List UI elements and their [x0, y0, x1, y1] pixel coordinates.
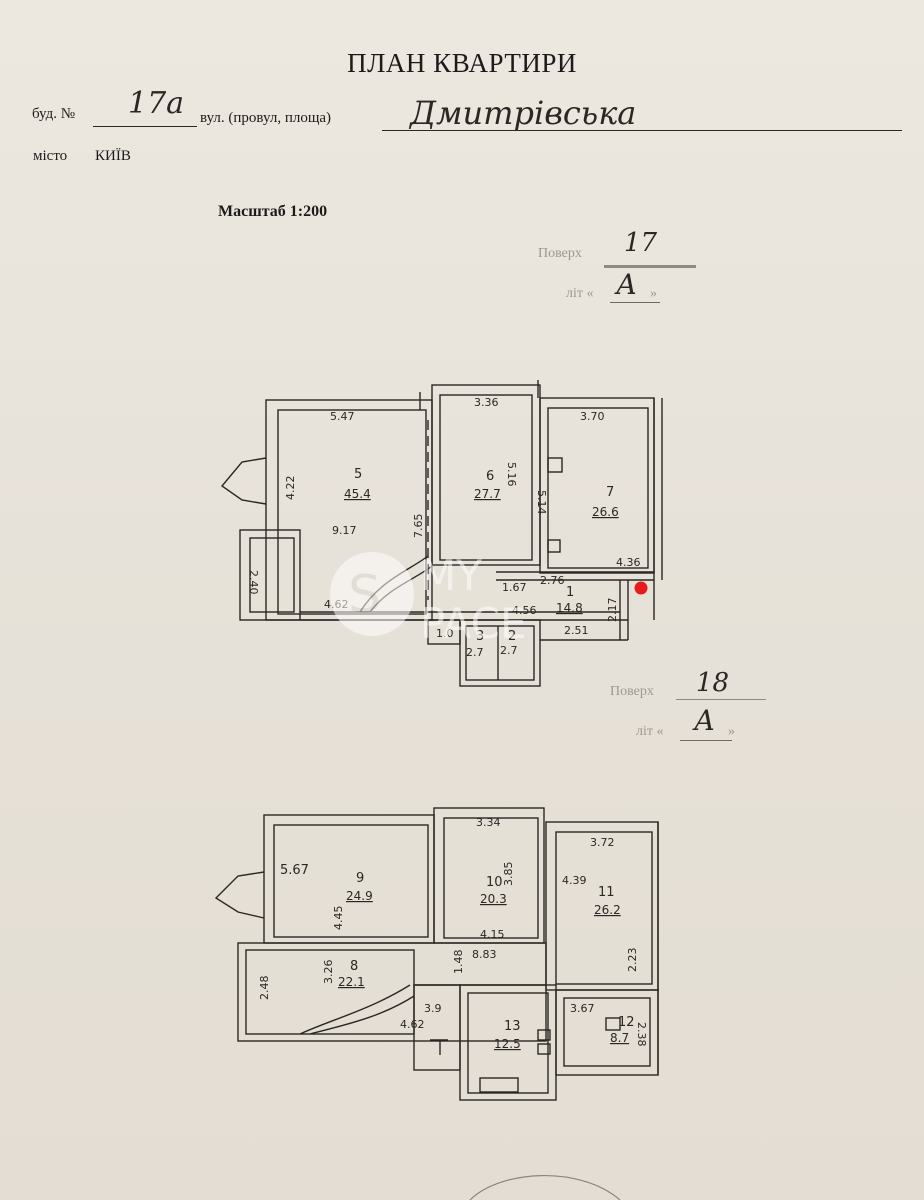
dim-18-9: 2.48 — [258, 976, 271, 1001]
dim-18-2: 3.72 — [590, 836, 615, 849]
floor-17-underline — [604, 265, 696, 268]
dim-17-4: 9.17 — [332, 524, 357, 537]
letter-17-value: А — [616, 268, 638, 301]
floor-17-walls — [220, 380, 663, 687]
document-title: ПЛАН КВАРТИРИ — [347, 48, 577, 78]
room-17-6-area: 27.7 — [474, 487, 501, 501]
street-underline — [382, 130, 902, 131]
dim-18-0: 5.67 — [280, 863, 309, 878]
building-number: 17а — [128, 86, 185, 121]
room-18-13-area: 12.5 — [494, 1037, 521, 1051]
watermark-logo-letter: S — [348, 565, 381, 625]
street-label: вул. (провул, площа) — [200, 110, 332, 126]
floor-18-rooms: 9 24.9 10 20.3 11 26.2 8 22.1 13 12.5 12… — [338, 871, 635, 1051]
floor-18-dimensions: 5.67 3.34 3.72 4.39 4.45 3.85 4.15 8.83 … — [258, 816, 648, 1047]
scale-label: Масштаб 1:200 — [218, 203, 328, 220]
floor-18-underline — [676, 699, 766, 700]
dim-18-10: 3.26 — [322, 960, 335, 985]
dim-17-8: 4.36 — [616, 556, 641, 569]
dim-18-3: 4.39 — [562, 874, 587, 887]
street-name: Дмитрівська — [410, 94, 637, 132]
floor-18-walls — [214, 807, 659, 1101]
dim-18-7: 8.83 — [472, 948, 497, 961]
dim-18-1: 3.34 — [476, 816, 501, 829]
seal-stamp-fragment — [469, 1175, 621, 1200]
room-18-8-num: 8 — [350, 959, 358, 974]
watermark-line2: PACE — [420, 599, 527, 648]
dim-18-15: 4.62 — [400, 1018, 425, 1031]
city-label: місто — [33, 148, 68, 164]
room-17-7-area: 26.6 — [592, 505, 619, 519]
room-17-7-num: 7 — [606, 485, 614, 500]
dim-17-14: 2.51 — [564, 624, 589, 637]
letter-18-label: літ « — [636, 724, 664, 739]
floor-18-label: Поверх — [610, 684, 654, 699]
room-18-9-num: 9 — [356, 871, 364, 886]
room-17-2-area: 2.7 — [500, 644, 518, 657]
dim-17-11: 1.67 — [502, 581, 527, 594]
room-17-5-area: 45.4 — [344, 487, 371, 501]
room-17-3-area: 2.7 — [466, 646, 484, 659]
room-18-11-area: 26.2 — [594, 903, 621, 917]
dim-17-13: 4.56 — [512, 604, 537, 617]
room-17-3-num: 3 — [476, 629, 484, 644]
red-marker-icon — [634, 581, 648, 595]
room-18-10-area: 20.3 — [480, 892, 507, 906]
dim-18-11: 1.48 — [452, 950, 465, 975]
room-18-11-num: 11 — [598, 885, 615, 900]
room-18-8-area: 22.1 — [338, 975, 365, 989]
dim-17-1: 3.36 — [474, 396, 499, 409]
dim-18-6: 4.15 — [480, 928, 505, 941]
room-17-6-num: 6 — [486, 469, 494, 484]
dim-17-15: 2.17 — [606, 598, 619, 623]
dim-17-12: 2.76 — [540, 574, 565, 587]
floor-17-label: Поверх — [538, 246, 582, 261]
room-18-12-num: 12 — [618, 1015, 635, 1030]
dim-17-7: 5.14 — [535, 490, 548, 515]
dim-18-8: 2.23 — [626, 948, 639, 973]
floor-17-dimensions: 5.47 3.36 3.70 4.22 9.17 7.65 5.16 5.14 … — [247, 396, 641, 640]
letter-18-underline — [680, 740, 732, 741]
room-18-10-num: 10 — [486, 875, 503, 890]
letter-17-close: » — [650, 286, 657, 301]
city-name: КИЇВ — [95, 148, 131, 164]
dim-18-14: 3.9 — [424, 1002, 442, 1015]
building-underline — [93, 126, 197, 127]
dim-17-6: 5.16 — [505, 462, 518, 487]
dim-17-9: 2.40 — [247, 570, 260, 595]
room-18-13-num: 13 — [504, 1019, 521, 1034]
floor-17-number: 17 — [624, 228, 658, 258]
dim-17-16: 1.0 — [436, 627, 454, 640]
dim-18-5: 3.85 — [502, 862, 515, 887]
dim-17-5: 7.65 — [412, 514, 425, 539]
room-18-12-area: 8.7 — [610, 1031, 629, 1045]
building-label: буд. № — [32, 106, 76, 122]
dim-17-0: 5.47 — [330, 410, 355, 423]
dim-17-3: 4.22 — [284, 476, 297, 501]
dim-17-2: 3.70 — [580, 410, 605, 423]
letter-18-value: А — [694, 704, 716, 737]
room-18-9-area: 24.9 — [346, 889, 373, 903]
room-17-5-num: 5 — [354, 467, 362, 482]
watermark: S MY PACE — [330, 551, 527, 648]
letter-17-underline — [610, 302, 660, 303]
letter-18-close: » — [728, 724, 735, 739]
floor-17-rooms: 5 45.4 6 27.7 7 26.6 1 14.8 3 2.7 2 2.7 — [344, 467, 619, 659]
room-17-2-num: 2 — [508, 629, 516, 644]
floor-18-number: 18 — [696, 668, 730, 698]
room-17-1-area: 14.8 — [556, 601, 583, 615]
watermark-line1: MY — [420, 551, 482, 600]
dim-18-12: 3.67 — [570, 1002, 595, 1015]
dim-18-13: 2.38 — [635, 1022, 648, 1047]
dim-18-4: 4.45 — [332, 906, 345, 931]
letter-17-label: літ « — [566, 286, 594, 301]
room-17-1-num: 1 — [566, 585, 574, 600]
